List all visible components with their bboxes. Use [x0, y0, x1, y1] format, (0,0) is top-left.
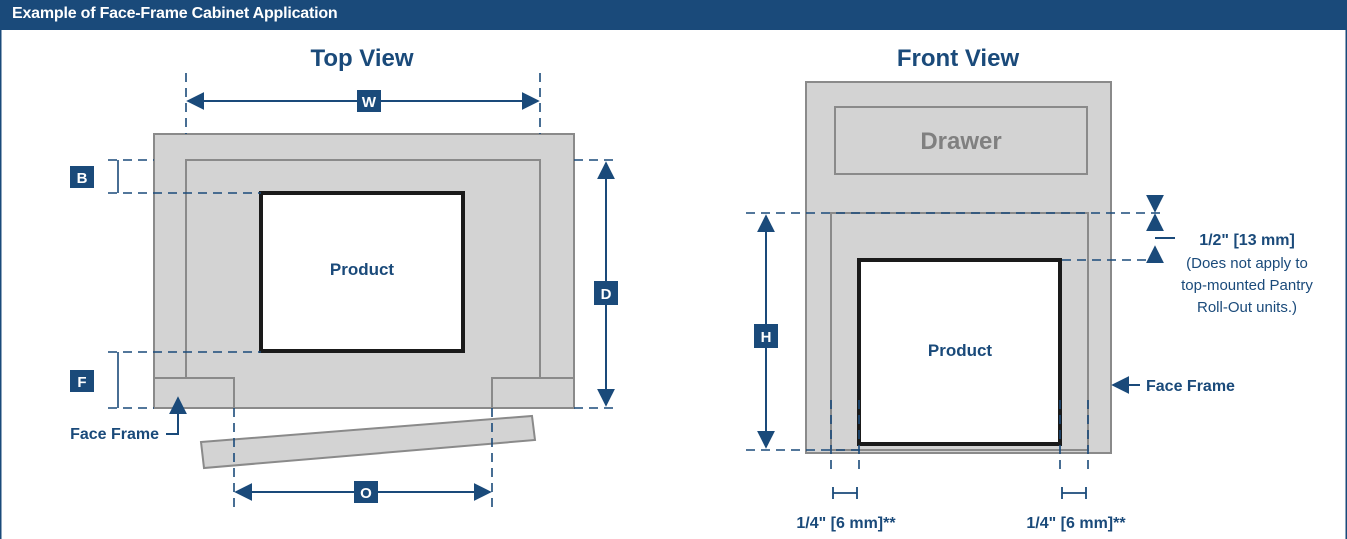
top-door-panel — [199, 414, 537, 470]
side-gap-left-label: 1/4" [6 mm]** — [796, 515, 896, 532]
top-face-frame-left — [154, 377, 235, 408]
dim-b-badge — [70, 166, 94, 188]
front-view-title: Front View — [897, 45, 1020, 72]
side-gap-right-label: 1/4" [6 mm]** — [1026, 515, 1126, 532]
top-product-box — [259, 191, 465, 353]
dim-h-badge — [754, 324, 778, 348]
top-face-frame-right — [491, 377, 574, 408]
header-bar: Example of Face-Frame Cabinet Applicatio… — [0, 0, 1347, 30]
clearance-note-line-1: (Does not apply to — [1186, 255, 1308, 272]
top-view-title: Top View — [310, 45, 413, 72]
dim-f-badge — [70, 370, 94, 392]
front-product-box — [857, 258, 1062, 446]
dim-f-label: F — [77, 374, 86, 391]
clearance-value: 1/2" [13 mm] — [1199, 232, 1295, 249]
dim-o-label: O — [360, 485, 372, 502]
dim-b-label: B — [77, 170, 88, 187]
top-face-frame-pointer — [166, 396, 187, 435]
front-face-frame-label: Face Frame — [1146, 378, 1235, 395]
clearance-note-line-3: Roll-Out units.) — [1197, 299, 1297, 316]
top-extension-lines — [108, 73, 614, 508]
side-gap-ticks — [832, 487, 1087, 499]
front-extension-lines — [746, 212, 1160, 470]
dim-w-label: W — [362, 94, 377, 111]
dim-o-badge — [354, 481, 378, 503]
header-title: Example of Face-Frame Cabinet Applicatio… — [12, 5, 338, 22]
clearance-note-line-2: top-mounted Pantry — [1181, 277, 1313, 294]
front-product-label: Product — [928, 341, 993, 360]
front-drawer-label: Drawer — [920, 128, 1001, 155]
front-drawer — [834, 106, 1088, 175]
top-cabinet-inner-walls — [185, 159, 541, 378]
dim-h-label: H — [761, 329, 772, 346]
top-product-label: Product — [330, 260, 395, 279]
dim-w-badge — [357, 90, 381, 112]
top-face-frame-label: Face Frame — [70, 426, 159, 443]
dim-d-label: D — [601, 286, 612, 303]
dim-d-badge — [594, 281, 618, 305]
